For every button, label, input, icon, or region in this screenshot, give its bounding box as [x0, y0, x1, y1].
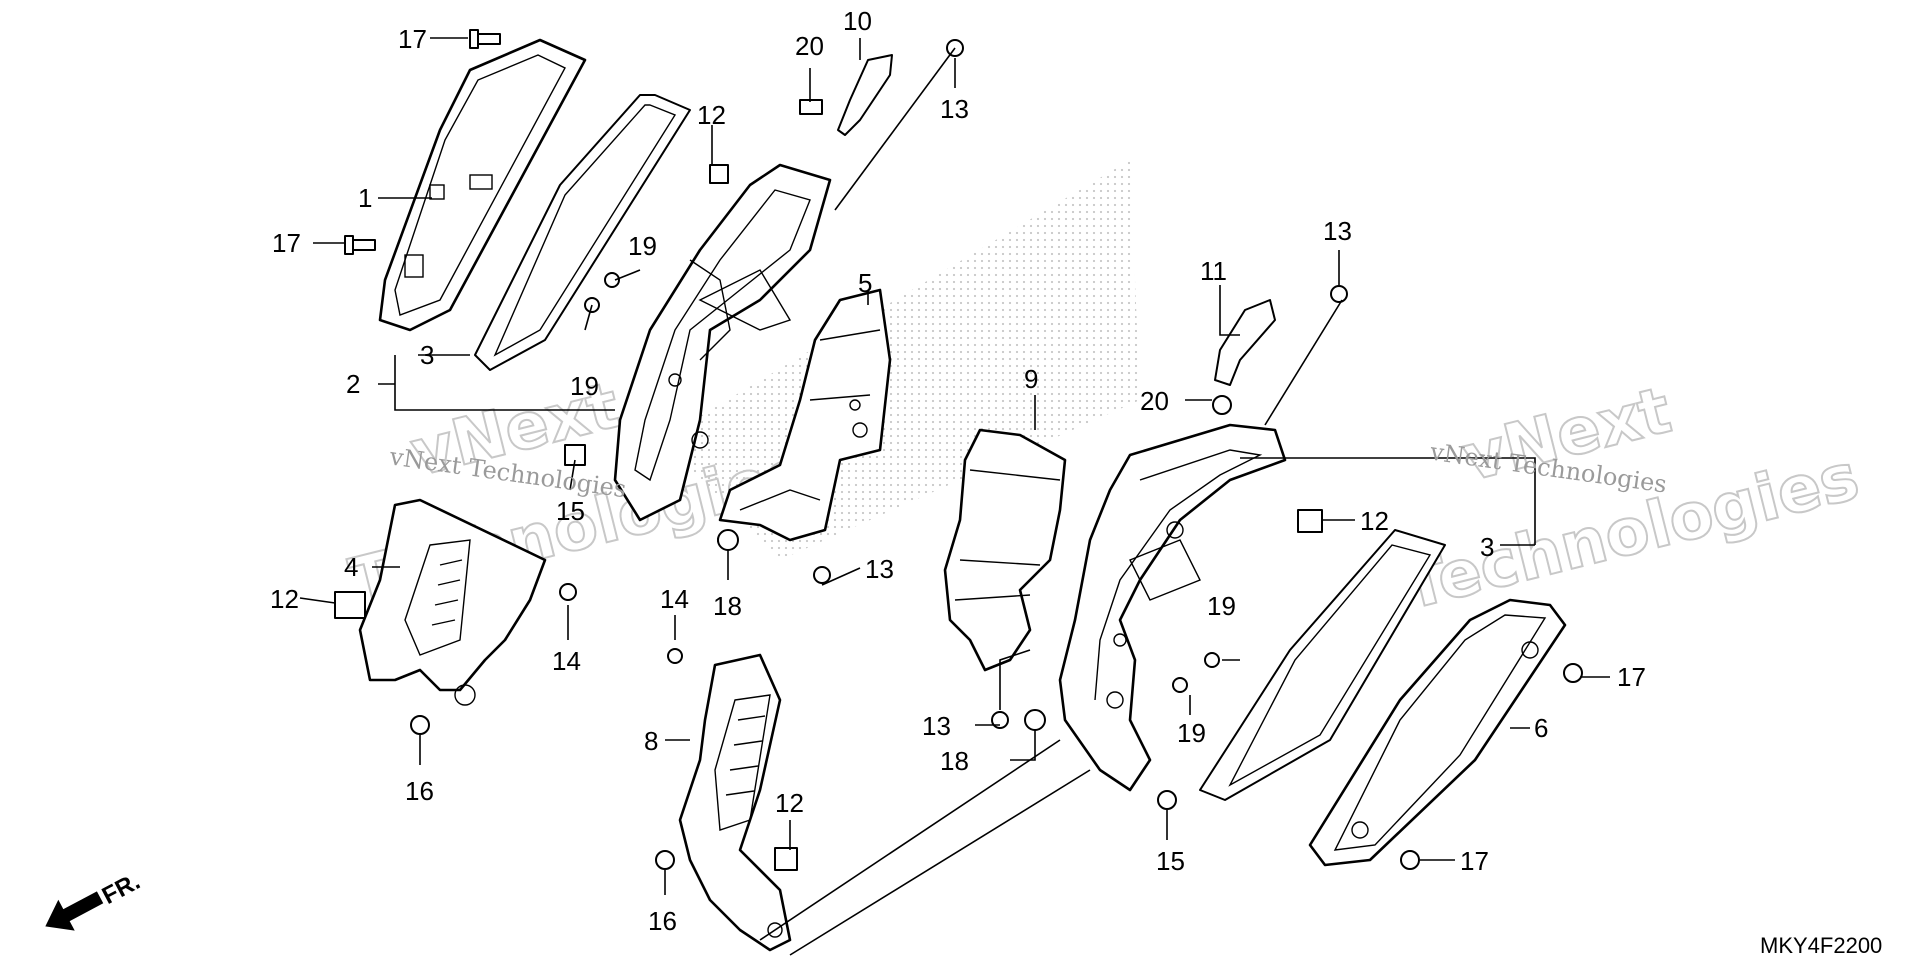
part-6-right-cover[interactable]: [1308, 598, 1567, 867]
callout-15: 15: [556, 496, 585, 526]
svg-text:FR.: FR.: [98, 868, 145, 910]
callout-8: 8: [644, 726, 658, 756]
callout-10: 10: [843, 6, 872, 36]
callout-17: 17: [1617, 662, 1646, 692]
part-3-left-seal[interactable]: [474, 94, 691, 371]
callout-14: 14: [552, 646, 581, 676]
callout-13: 13: [865, 554, 894, 584]
part-10-bracket[interactable]: [837, 54, 893, 136]
front-arrow-icon: [45, 891, 104, 931]
callout-3: 3: [1480, 532, 1494, 562]
callout-19: 19: [1207, 591, 1236, 621]
callout-labels: 17 1 17 3 2 20 10 13 12 19 19 5 15 4 12 …: [270, 6, 1646, 936]
part-2-left-shroud[interactable]: [613, 163, 832, 522]
right-shroud-base[interactable]: [1058, 423, 1287, 792]
leader-lines: [299, 37, 1610, 956]
callout-9: 9: [1024, 364, 1038, 394]
callout-16: 16: [648, 906, 677, 936]
callout-5: 5: [858, 268, 872, 298]
front-direction-marker: FR.: [45, 868, 145, 931]
part-8-lower-panel[interactable]: [678, 653, 792, 952]
part-4-left-panel[interactable]: [358, 498, 547, 706]
part-11-bracket[interactable]: [1214, 299, 1276, 386]
callout-20: 20: [1140, 386, 1169, 416]
callout-6: 6: [1534, 713, 1548, 743]
callout-14: 14: [660, 584, 689, 614]
callout-3: 3: [420, 340, 434, 370]
callout-13: 13: [940, 94, 969, 124]
part-1-left-cover[interactable]: [378, 38, 587, 332]
dotted-shading: [660, 160, 1140, 560]
callout-12: 12: [1360, 506, 1389, 536]
callout-19: 19: [628, 231, 657, 261]
callout-13: 13: [1323, 216, 1352, 246]
callout-18: 18: [713, 591, 742, 621]
callout-19: 19: [1177, 718, 1206, 748]
callout-15: 15: [1156, 846, 1185, 876]
callout-16: 16: [405, 776, 434, 806]
callout-20: 20: [795, 31, 824, 61]
callout-17: 17: [398, 24, 427, 54]
callout-19: 19: [570, 371, 599, 401]
callout-13: 13: [922, 711, 951, 741]
callout-12: 12: [697, 100, 726, 130]
diagram-code: MKY4F2200: [1760, 933, 1882, 958]
callout-4: 4: [344, 552, 358, 582]
callout-17: 17: [272, 228, 301, 258]
callout-1: 1: [358, 183, 372, 213]
part-3-right-seal[interactable]: [1199, 529, 1446, 801]
callout-12: 12: [775, 788, 804, 818]
part-9-right-duct[interactable]: [943, 428, 1067, 672]
callout-17: 17: [1460, 846, 1489, 876]
callout-12: 12: [270, 584, 299, 614]
fasteners: [334, 29, 1583, 871]
callout-11: 11: [1200, 256, 1227, 286]
callout-18: 18: [940, 746, 969, 776]
callout-2: 2: [346, 369, 360, 399]
part-5-duct[interactable]: [718, 288, 892, 542]
